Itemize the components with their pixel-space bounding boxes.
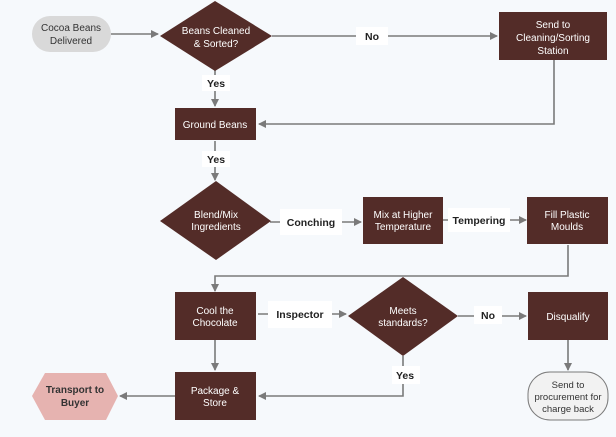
svg-text:charge back: charge back [542,404,594,415]
svg-text:Cocoa Beans: Cocoa Beans [41,23,101,34]
svg-text:Mix at Higher: Mix at Higher [374,210,434,221]
node-blend-mix[interactable]: Blend/Mix Ingredients [160,181,271,260]
node-transport-to-buyer[interactable]: Transport to Buyer [32,373,118,420]
node-package-store[interactable]: Package & Store [175,372,256,420]
svg-text:Cleaning/Sorting: Cleaning/Sorting [516,33,590,44]
svg-text:Fill Plastic: Fill Plastic [544,210,589,221]
svg-text:Cool the: Cool the [196,306,234,317]
svg-text:Moulds: Moulds [551,222,583,233]
svg-text:Ground Beans: Ground Beans [183,120,248,131]
svg-text:standards?: standards? [378,318,428,329]
edge-label-inspector: Inspector [268,301,332,328]
svg-text:Station: Station [537,46,568,57]
svg-text:Tempering: Tempering [453,215,506,227]
svg-text:Delivered: Delivered [50,36,92,47]
edge-fill-to-cool [211,245,569,292]
node-beans-cleaned-sorted[interactable]: Beans Cleaned & Sorted? [160,1,272,71]
svg-text:No: No [365,31,379,43]
svg-text:Chocolate: Chocolate [192,318,237,329]
node-mix-higher-temperature[interactable]: Mix at Higher Temperature [363,197,443,244]
svg-text:Store: Store [203,398,227,409]
svg-text:Package &: Package & [191,386,240,397]
svg-text:Disqualify: Disqualify [546,312,589,323]
node-cocoa-beans-delivered[interactable]: Cocoa Beans Delivered [32,16,111,52]
svg-text:Inspector: Inspector [276,309,323,321]
edge-label-conching: Conching [280,209,342,235]
node-ground-beans[interactable]: Ground Beans [175,108,256,140]
edge-label-tempering: Tempering [448,208,510,232]
edge-meets-to-package [258,356,404,400]
svg-text:Ingredients: Ingredients [191,222,240,233]
svg-text:Yes: Yes [207,154,225,166]
node-send-to-procurement[interactable]: Send to procurement for charge back [527,371,609,421]
svg-text:Buyer: Buyer [61,398,89,409]
node-fill-plastic-moulds[interactable]: Fill Plastic Moulds [527,197,608,244]
svg-text:No: No [481,310,495,322]
svg-text:Temperature: Temperature [375,222,432,233]
edge-label-no-1: No [356,27,388,45]
svg-text:Send to: Send to [536,20,571,31]
edge-cleaning-to-ground [258,60,555,128]
edge-label-yes-2: Yes [202,151,230,167]
node-meets-standards[interactable]: Meets standards? [348,277,458,356]
svg-text:procurement for: procurement for [534,392,601,403]
svg-text:Yes: Yes [207,78,225,90]
svg-text:& Sorted?: & Sorted? [194,39,239,50]
svg-text:Meets: Meets [389,306,416,317]
svg-text:Transport to: Transport to [46,385,104,396]
node-cool-the-chocolate[interactable]: Cool the Chocolate [175,292,256,340]
svg-text:Yes: Yes [396,370,414,382]
edge-label-yes-1: Yes [202,75,230,91]
node-disqualify[interactable]: Disqualify [528,292,608,340]
svg-text:Beans Cleaned: Beans Cleaned [182,26,250,37]
edge-label-yes-3: Yes [392,366,420,384]
node-send-to-cleaning[interactable]: Send to Cleaning/Sorting Station [499,12,607,60]
svg-text:Conching: Conching [287,217,335,229]
edge-label-no-2: No [474,306,502,324]
svg-text:Send to: Send to [552,380,585,391]
svg-text:Blend/Mix: Blend/Mix [194,210,238,221]
